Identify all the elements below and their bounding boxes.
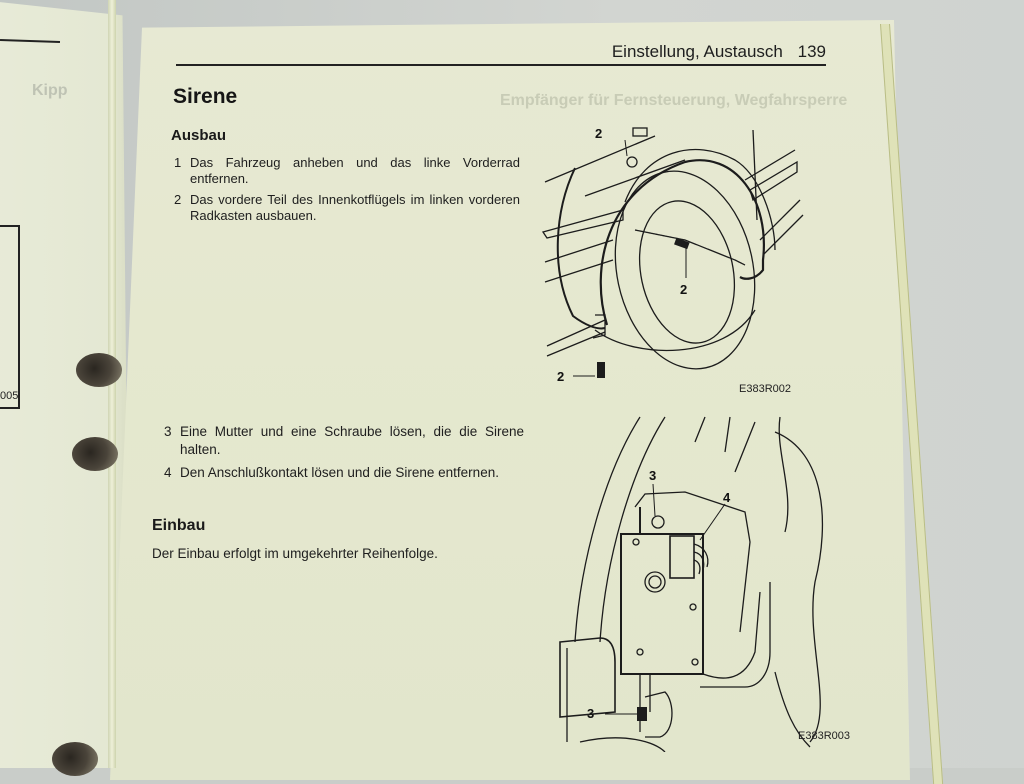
step-text: Eine Mutter und eine Schraube lösen, die…	[180, 424, 524, 457]
callout-4: 4	[723, 490, 731, 505]
step-item: 3 Eine Mutter und eine Schraube lösen, d…	[164, 423, 524, 459]
binder-hole	[52, 742, 98, 776]
step-number: 1	[174, 155, 182, 170]
callout-2: 2	[557, 369, 564, 384]
figure-siren: 3 4 3 E383R003	[545, 412, 860, 753]
ausbau-heading: Ausbau	[171, 127, 227, 144]
callout-3: 3	[649, 468, 656, 483]
wheel-arch-illustration: 2 2 2	[541, 126, 804, 384]
step-text: Das Fahrzeug anheben und das linke Vorde…	[190, 155, 520, 186]
callout-2: 2	[595, 126, 602, 141]
binder-hole	[72, 437, 118, 471]
page-title: Sirene	[173, 85, 238, 108]
step-number: 2	[174, 192, 182, 207]
page-number: 139	[797, 42, 826, 61]
callout-3: 3	[587, 706, 594, 721]
step-number: 3	[164, 424, 172, 439]
figure-code: E383R002	[739, 383, 791, 395]
right-page	[110, 20, 910, 780]
figure-code: E383R003	[798, 730, 850, 742]
step-item: 2 Das vordere Teil des Innenkotflügels i…	[174, 192, 520, 224]
figure-wheel-arch: 2 2 2 E383R002	[535, 120, 835, 410]
einbau-text: Der Einbau erfolgt im umgekehrter Reihen…	[152, 546, 438, 561]
step-text: Das vordere Teil des Innenkotflügels im …	[190, 192, 520, 223]
left-page-figure-code: 005	[0, 390, 19, 402]
bleed-through-text: Empfänger für Fernsteuerung, Wegfahrsper…	[500, 92, 848, 109]
page-header: Einstellung, Austausch 139	[176, 42, 826, 66]
binder-hole	[76, 353, 122, 387]
step-item: 4 Den Anschlußkontakt lösen und die Sire…	[164, 464, 524, 482]
einbau-heading: Einbau	[152, 517, 206, 534]
ausbau-steps-part2: 3 Eine Mutter und eine Schraube lösen, d…	[164, 423, 524, 487]
ausbau-steps-part1: 1 Das Fahrzeug anheben und das linke Vor…	[174, 155, 520, 229]
callout-2: 2	[680, 282, 687, 297]
step-item: 1 Das Fahrzeug anheben und das linke Vor…	[174, 155, 520, 187]
left-page-heading-fragment: Kipp	[32, 82, 68, 99]
siren-illustration: 3 4 3	[559, 416, 824, 753]
step-text: Den Anschlußkontakt lösen und die Sirene…	[180, 465, 499, 480]
left-page-figure-frame	[0, 225, 20, 409]
left-page-header-rule	[0, 38, 61, 44]
step-number: 4	[164, 465, 172, 480]
section-title: Einstellung, Austausch	[611, 42, 783, 61]
